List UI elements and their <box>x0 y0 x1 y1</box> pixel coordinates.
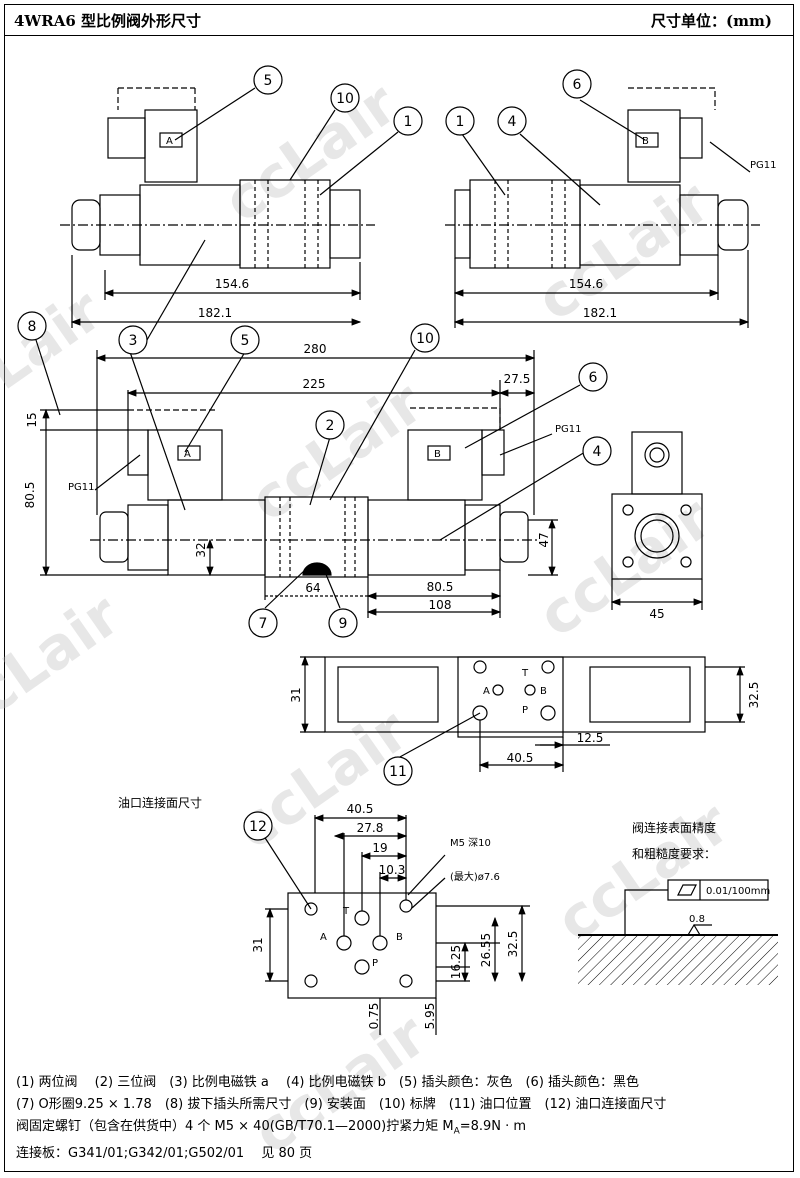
unit-label: 尺寸单位：(mm) <box>651 12 772 30</box>
svg-text:80.5: 80.5 <box>23 482 37 509</box>
balloon-5b: 5 <box>241 333 250 349</box>
svg-text:阀连接表面精度: 阀连接表面精度 <box>632 820 716 835</box>
svg-text:32.5: 32.5 <box>747 682 761 709</box>
svg-text:ccLair: ccLair <box>211 69 409 236</box>
balloon-4b: 4 <box>593 444 602 460</box>
leader-lines <box>35 87 646 910</box>
dims-middle <box>40 350 558 618</box>
svg-text:154.6: 154.6 <box>569 277 603 291</box>
svg-text:31: 31 <box>289 687 303 702</box>
note-line-2: (7) O形圈9.25 × 1.78 (8) 拔下插头所需尺寸 (9) 安装面 … <box>16 1097 667 1112</box>
dims-top-right <box>453 141 751 328</box>
note-line-4: 连接板：G341/01;G342/01;G502/01 见 80 页 <box>16 1145 313 1161</box>
svg-text:10.3: 10.3 <box>379 863 406 877</box>
balloon-10b: 10 <box>416 331 434 347</box>
dimension-labels: 154.6 182.1 154.6 182.1 280 225 27.5 15 … <box>23 277 761 1029</box>
svg-text:P: P <box>522 705 528 716</box>
svg-text:19: 19 <box>372 841 387 855</box>
svg-text:PG11: PG11 <box>750 160 777 171</box>
svg-text:M5 深10: M5 深10 <box>450 837 491 849</box>
balloon-9: 9 <box>339 616 348 632</box>
svg-text:T: T <box>342 906 350 917</box>
svg-text:5.95: 5.95 <box>423 1003 437 1030</box>
balloon-12: 12 <box>249 819 267 835</box>
balloon-2: 2 <box>326 418 335 434</box>
note-line-3: 阀固定螺钉（包含在供货中）4 个 M5 × 40(GB/T70.1—2000)拧… <box>16 1119 527 1137</box>
svg-text:280: 280 <box>304 342 327 356</box>
svg-text:80.5: 80.5 <box>427 580 454 594</box>
svg-text:154.6: 154.6 <box>215 277 249 291</box>
svg-text:0.01/100mm: 0.01/100mm <box>706 886 770 897</box>
balloon-1b: 1 <box>456 114 465 130</box>
balloon-5: 5 <box>264 73 273 89</box>
balloon-7: 7 <box>259 616 268 632</box>
svg-text:B: B <box>642 136 649 147</box>
surface-finish-symbol <box>578 879 778 985</box>
svg-text:A: A <box>184 449 191 460</box>
svg-text:40.5: 40.5 <box>507 751 534 765</box>
bottom-view <box>300 655 745 772</box>
svg-text:油口连接面尺寸: 油口连接面尺寸 <box>118 795 202 810</box>
balloon-1: 1 <box>404 114 413 130</box>
note-line-1: (1) 两位阀 (2) 三位阀 (3) 比例电磁铁 a (4) 比例电磁铁 b … <box>16 1075 640 1090</box>
svg-text:108: 108 <box>429 598 452 612</box>
title-bar: 4WRA6 型比例阀外形尺寸 尺寸单位：(mm) <box>4 4 794 36</box>
svg-text:27.8: 27.8 <box>357 821 384 835</box>
balloon-6b: 6 <box>589 370 598 386</box>
svg-text:0.8: 0.8 <box>689 914 705 925</box>
svg-text:32.5: 32.5 <box>506 931 520 958</box>
dims-top-left <box>70 255 362 328</box>
svg-text:B: B <box>396 932 403 943</box>
top-left-view <box>60 87 375 269</box>
svg-text:182.1: 182.1 <box>198 306 232 320</box>
section-labels: 油口连接面尺寸 阀连接表面精度 和粗糙度要求： <box>118 795 716 861</box>
svg-text:27.5: 27.5 <box>504 372 531 386</box>
port-labels: PG11 PG11 PG11 A B A B A B T P A B T P M… <box>68 136 777 969</box>
page-title: 4WRA6 型比例阀外形尺寸 <box>14 12 202 30</box>
svg-text:ccLair: ccLair <box>0 580 132 747</box>
drawing-frame <box>4 4 794 1172</box>
balloon-10: 10 <box>336 91 354 107</box>
svg-text:12.5: 12.5 <box>577 731 604 745</box>
svg-text:B: B <box>540 686 547 697</box>
svg-text:40.5: 40.5 <box>347 802 374 816</box>
svg-text:64: 64 <box>305 581 320 595</box>
svg-text:和粗糙度要求：: 和粗糙度要求： <box>632 846 716 861</box>
port-face-view <box>265 814 530 1035</box>
svg-text:A: A <box>166 136 173 147</box>
svg-text:31: 31 <box>251 937 265 952</box>
part-balloons: 5 10 1 1 4 6 8 3 5 10 6 2 4 7 9 11 12 <box>17 65 612 841</box>
top-right-view <box>445 87 760 269</box>
balloon-3: 3 <box>129 333 138 349</box>
balloon-6: 6 <box>573 77 582 93</box>
svg-text:P: P <box>372 958 378 969</box>
svg-text:0.75: 0.75 <box>367 1003 381 1030</box>
svg-text:15: 15 <box>25 412 39 427</box>
svg-text:(最大)ø7.6: (最大)ø7.6 <box>450 870 500 883</box>
svg-text:PG11: PG11 <box>555 424 582 435</box>
balloon-4: 4 <box>508 114 517 130</box>
svg-text:T: T <box>521 668 529 679</box>
side-view <box>610 431 704 610</box>
svg-text:47: 47 <box>537 532 551 547</box>
balloon-11: 11 <box>389 764 407 780</box>
svg-text:A: A <box>320 932 327 943</box>
svg-text:ccLair: ccLair <box>526 484 724 651</box>
svg-text:26.55: 26.55 <box>479 933 493 967</box>
svg-text:45: 45 <box>649 607 664 621</box>
svg-text:B: B <box>434 449 441 460</box>
svg-text:ccLair: ccLair <box>544 788 742 955</box>
svg-text:32: 32 <box>194 542 208 557</box>
svg-text:PG11: PG11 <box>68 482 95 493</box>
svg-text:16.25: 16.25 <box>449 945 463 979</box>
svg-text:225: 225 <box>303 377 326 391</box>
balloon-8: 8 <box>28 319 37 335</box>
svg-text:A: A <box>483 686 490 697</box>
legend-notes: (1) 两位阀 (2) 三位阀 (3) 比例电磁铁 a (4) 比例电磁铁 b … <box>16 1072 791 1165</box>
svg-text:182.1: 182.1 <box>583 306 617 320</box>
svg-text:ccLair: ccLair <box>524 167 722 334</box>
